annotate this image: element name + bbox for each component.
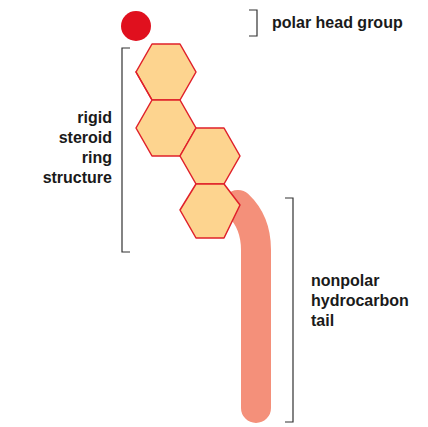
brackets bbox=[122, 10, 293, 422]
bracket-label: nonpolar hydrocarbon tail bbox=[311, 271, 419, 331]
bracket-label: rigid steroid ring structure bbox=[28, 108, 112, 188]
bracket bbox=[249, 10, 257, 36]
hydrocarbon-tail bbox=[238, 205, 256, 408]
bracket bbox=[285, 198, 293, 422]
bracket-label: polar head group bbox=[272, 13, 422, 33]
ring bbox=[136, 44, 196, 100]
ring bbox=[180, 184, 240, 238]
polar-head bbox=[121, 11, 151, 41]
bracket bbox=[122, 48, 130, 252]
ring bbox=[180, 128, 240, 184]
steroid-rings bbox=[136, 44, 240, 238]
